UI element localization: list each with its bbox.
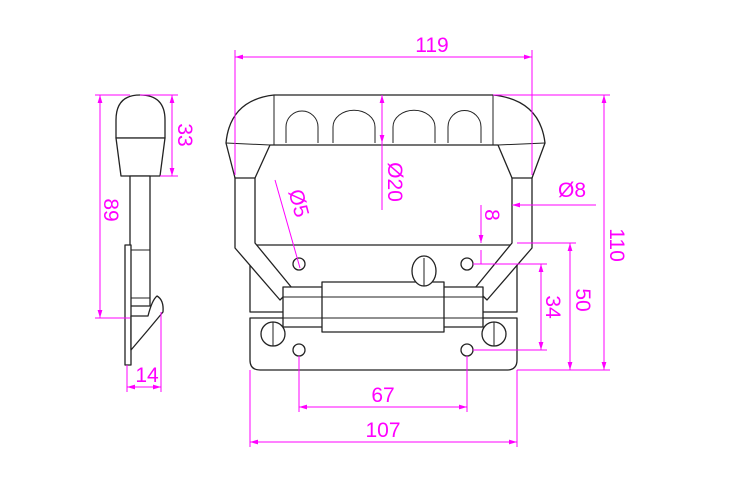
side-grip-collar bbox=[115, 137, 166, 177]
handle-grip bbox=[225, 94, 546, 179]
dim-hole-spacing-y: 34 bbox=[541, 295, 564, 319]
dim-hole-diameter: Ø5 bbox=[284, 187, 313, 220]
dim-side-depth: 14 bbox=[135, 364, 159, 387]
hinge-center bbox=[321, 281, 445, 333]
side-view: 89 33 14 bbox=[95, 94, 196, 392]
handle-rod-left bbox=[234, 174, 293, 301]
dim-plate-height: 50 bbox=[571, 288, 594, 311]
dim-plate-width: 107 bbox=[365, 419, 400, 442]
dim-offset: 8 bbox=[480, 209, 503, 221]
front-view: 119 110 50 34 8 Ø8 Ø20 Ø5 67 bbox=[225, 34, 628, 447]
handle-rod-right bbox=[474, 174, 533, 301]
side-rod bbox=[129, 175, 151, 307]
mount-hole bbox=[292, 343, 306, 357]
finger-grooves bbox=[285, 109, 482, 143]
dim-hole-spacing-x: 67 bbox=[371, 384, 394, 407]
dim-side-height: 89 bbox=[99, 198, 122, 221]
mount-hole bbox=[460, 257, 474, 271]
dim-handle-width: 119 bbox=[415, 34, 448, 57]
mount-hole bbox=[460, 343, 474, 357]
side-bracket bbox=[130, 295, 164, 351]
dim-side-head: 33 bbox=[173, 123, 196, 146]
side-grip-head bbox=[115, 94, 166, 139]
dim-grip-diameter: Ø20 bbox=[383, 162, 406, 202]
side-plate bbox=[124, 244, 132, 366]
base-flange bbox=[249, 317, 518, 371]
dim-rod-diameter: Ø8 bbox=[558, 179, 586, 202]
dim-total-height: 110 bbox=[605, 228, 628, 261]
